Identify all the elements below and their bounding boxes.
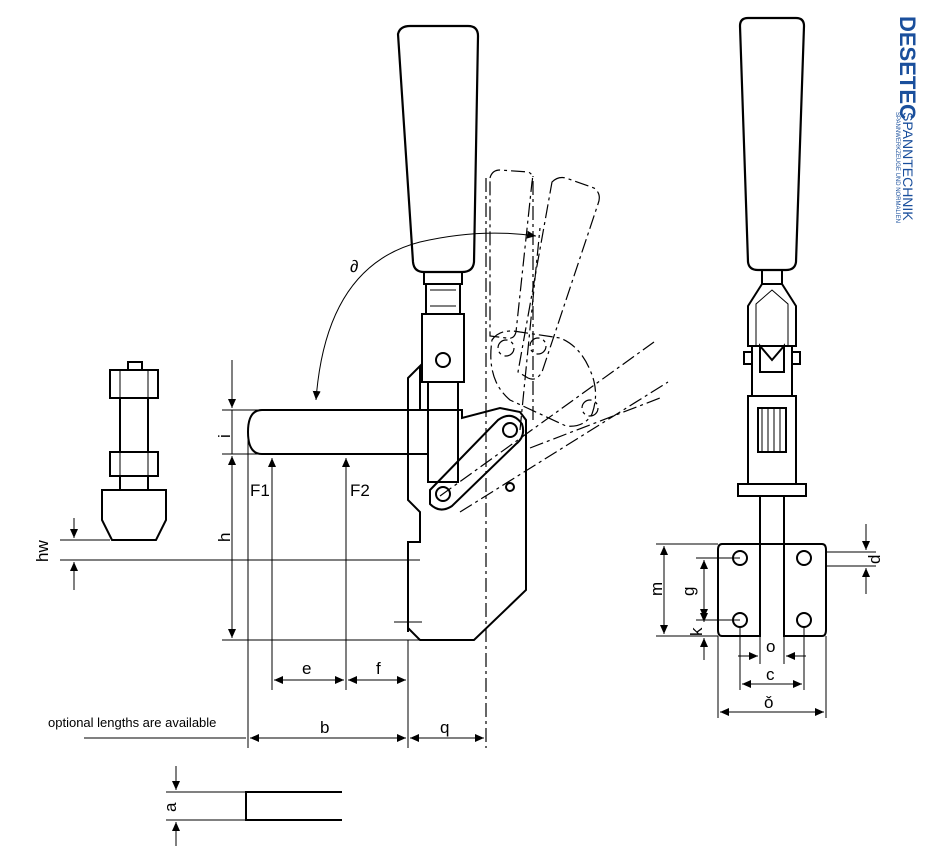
clamping-bar (246, 409, 409, 455)
dim-c: c (766, 665, 775, 684)
dim-g: g (679, 587, 698, 596)
handle-collar (423, 271, 463, 285)
mount-hole-2 (796, 550, 812, 566)
spindle-nut-top (109, 369, 159, 399)
link-arm (429, 414, 525, 511)
dim-F2: F2 (350, 481, 370, 500)
handle-grip (396, 24, 480, 274)
dim-h: h (215, 533, 234, 542)
pivot-upper (435, 352, 451, 368)
dim-delta: ǒ (764, 693, 773, 712)
angle-label: ∂ (350, 257, 358, 276)
dim-q: q (440, 718, 449, 737)
dim-o: o (766, 637, 775, 656)
side-view: ∂ (246, 24, 669, 748)
dimensions-front: m g k d o c ǒ (647, 524, 884, 718)
pivot-lower (435, 486, 451, 502)
front-body (747, 395, 797, 485)
angle-arc (312, 230, 537, 401)
dim-F1: F1 (250, 481, 270, 500)
open-handle-2 (517, 176, 600, 380)
front-linkage (747, 283, 797, 347)
dim-e: e (302, 659, 311, 678)
mount-hole-4 (796, 612, 812, 628)
spindle-shaft (119, 397, 149, 453)
front-base-plate (717, 543, 761, 637)
dim-k: k (687, 627, 706, 636)
lever-body (421, 313, 465, 383)
bar-holder (407, 409, 429, 455)
brand-tagline: SPANNWERKZEUGE UND NORMALIEN (894, 112, 900, 223)
open-link (490, 330, 597, 427)
brand-name: DESETEC (895, 16, 920, 120)
dim-d: d (865, 555, 884, 564)
spindle-pad (101, 489, 167, 541)
front-handle-grip (738, 16, 806, 272)
dim-a: a (161, 802, 180, 812)
bar-section: a (161, 766, 342, 846)
dim-m: m (647, 582, 666, 596)
spindle-view (101, 361, 167, 541)
dim-f: f (376, 659, 381, 678)
open-handle-1 (489, 169, 534, 339)
dim-hw: hw (33, 540, 52, 562)
optional-lengths-note: optional lengths are available (48, 715, 216, 730)
dimensions-side: i h hw F1 F2 e f b q optional lengths ar… (33, 360, 484, 748)
front-view (717, 16, 827, 637)
pivot-link (502, 422, 518, 438)
lever-upper (425, 283, 461, 315)
pivot-base (505, 482, 515, 492)
dim-b: b (320, 718, 329, 737)
brand-logo: DESETEC SPANNTECHNIK SPANNWERKZEUGE UND … (894, 16, 920, 223)
base-body (407, 363, 527, 641)
spindle-nut-bottom (109, 451, 159, 477)
dim-i: i (215, 434, 234, 438)
brand-subtitle: SPANNTECHNIK (900, 112, 916, 221)
